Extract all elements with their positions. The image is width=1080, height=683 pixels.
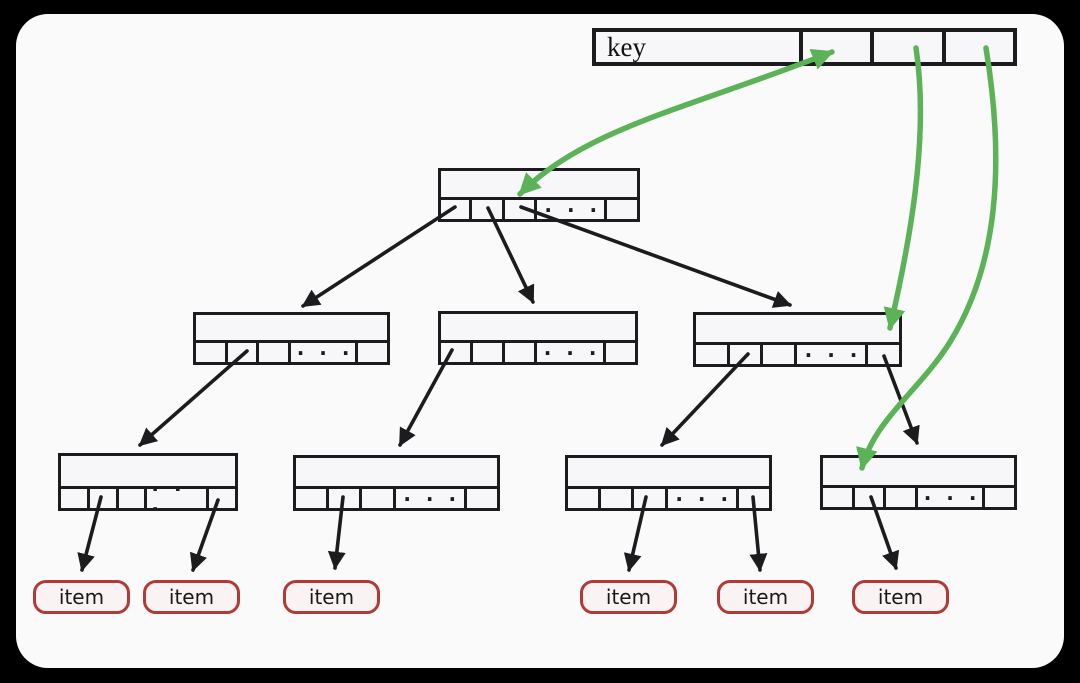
node-pointer-row: · · · bbox=[568, 489, 769, 509]
pointer-cell bbox=[868, 345, 899, 364]
key-pointer-cell-1 bbox=[803, 32, 875, 62]
key-label: key bbox=[596, 32, 803, 62]
node-key-area bbox=[568, 458, 769, 489]
node-pointer-row: · · · bbox=[61, 479, 235, 519]
btree-leaf-2: · · · bbox=[293, 455, 500, 511]
pointer-cell bbox=[228, 343, 260, 362]
pointer-cell bbox=[441, 343, 474, 362]
pointer-cell bbox=[855, 488, 887, 507]
pointer-cell bbox=[441, 200, 472, 219]
ellipsis-cell: · · · bbox=[797, 345, 869, 365]
pointer-cell bbox=[505, 343, 538, 362]
item-box-2: item bbox=[143, 580, 240, 614]
ellipsis-cell: · · · bbox=[668, 489, 739, 509]
item-box-1: item bbox=[33, 580, 130, 614]
pointer-cell bbox=[90, 489, 119, 508]
pointer-cell bbox=[472, 200, 505, 219]
pointer-cell bbox=[568, 489, 602, 508]
btree-node-level2-right: · · · bbox=[693, 312, 902, 367]
key-pointer-cell-2 bbox=[874, 32, 946, 62]
pointer-cell bbox=[362, 489, 396, 508]
node-key-area bbox=[823, 458, 1014, 488]
pointer-cell bbox=[985, 488, 1014, 507]
pointer-cell bbox=[823, 488, 855, 507]
pointer-cell bbox=[696, 345, 730, 364]
pointer-cell bbox=[329, 489, 363, 508]
pointer-cell bbox=[763, 345, 797, 364]
pointer-cell bbox=[467, 489, 497, 508]
node-pointer-row: · · · bbox=[296, 489, 497, 509]
ellipsis-cell: · · · bbox=[918, 488, 986, 508]
pointer-cell bbox=[473, 343, 506, 362]
node-pointer-row: · · · bbox=[441, 200, 637, 220]
pointer-cell bbox=[730, 345, 764, 364]
node-pointer-row: · · · bbox=[441, 343, 635, 363]
node-key-area bbox=[441, 171, 637, 200]
item-box-4: item bbox=[580, 580, 677, 614]
ellipsis-cell: · · · bbox=[291, 343, 359, 363]
pointer-cell bbox=[209, 489, 235, 508]
node-key-area bbox=[61, 456, 235, 489]
pointer-cell bbox=[119, 489, 148, 508]
pointer-cell bbox=[886, 488, 918, 507]
item-box-6: item bbox=[852, 580, 949, 614]
pointer-cell bbox=[296, 489, 330, 508]
key-array: key bbox=[592, 28, 1017, 66]
pointer-cell bbox=[259, 343, 291, 362]
pointer-cell bbox=[606, 343, 635, 362]
node-key-area bbox=[296, 458, 497, 489]
btree-node-level2-left: · · · bbox=[193, 312, 390, 365]
ellipsis-cell: · · · bbox=[147, 479, 210, 519]
node-key-area bbox=[441, 314, 635, 343]
pointer-cell bbox=[739, 489, 769, 508]
node-pointer-row: · · · bbox=[696, 345, 899, 365]
node-key-area bbox=[196, 315, 387, 343]
pointer-cell bbox=[601, 489, 635, 508]
pointer-cell bbox=[634, 489, 668, 508]
pointer-cell bbox=[196, 343, 228, 362]
btree-node-root: · · · bbox=[438, 168, 640, 222]
pointer-cell bbox=[607, 200, 637, 219]
key-pointer-cell-3 bbox=[946, 32, 1013, 62]
item-box-5: item bbox=[717, 580, 814, 614]
ellipsis-cell: · · · bbox=[396, 489, 467, 509]
pointer-cell bbox=[61, 489, 90, 508]
ellipsis-cell: · · · bbox=[537, 343, 606, 363]
item-box-3: item bbox=[283, 580, 380, 614]
btree-leaf-3: · · · bbox=[565, 455, 772, 511]
node-pointer-row: · · · bbox=[823, 488, 1014, 508]
pointer-cell bbox=[505, 200, 538, 219]
btree-leaf-4: · · · bbox=[820, 455, 1017, 510]
btree-node-level2-middle: · · · bbox=[438, 311, 638, 365]
node-pointer-row: · · · bbox=[196, 343, 387, 363]
btree-leaf-1: · · · bbox=[58, 453, 238, 519]
ellipsis-cell: · · · bbox=[537, 200, 608, 220]
pointer-cell bbox=[358, 343, 387, 362]
node-key-area bbox=[696, 315, 899, 345]
